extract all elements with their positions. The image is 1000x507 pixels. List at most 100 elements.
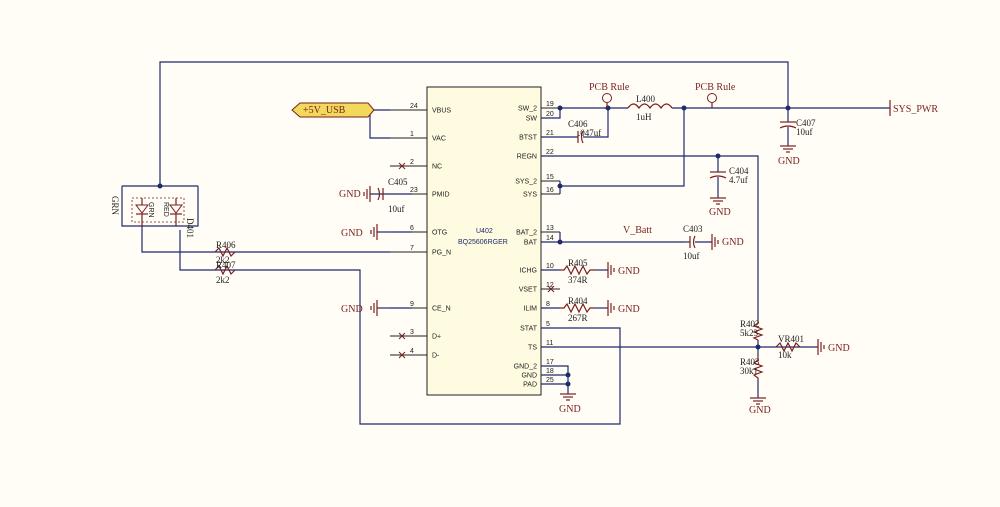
capacitor-c405[interactable]: C405 10uf [370,177,408,214]
c404-value: 4.7uf [729,175,748,185]
ic-pin-number: 22 [546,149,554,156]
r405-ref: R405 [568,258,588,268]
ic-pin-number: 19 [546,101,554,108]
ic-pin-number: 15 [546,174,554,181]
l400-value: 1uH [636,112,652,122]
ic-pin-name: NC [432,164,442,171]
gnd-symbol-ilim: GND [607,300,640,316]
d401-grn-tag: GRN [147,202,154,218]
ic-pin-name: OTG [432,230,447,237]
gnd-label-pmid: GND [339,189,361,200]
r405-value: 374R [568,275,588,285]
resistor-r404[interactable]: R404 267R [560,296,595,323]
ic-pin-name: ILIM [523,306,537,313]
r404-ref: R404 [568,296,588,306]
ic-pin-number: 3 [410,329,414,336]
gnd-label-ce: GND [341,304,363,315]
d401-red-tag: RED [162,202,169,217]
ic-pin-number: 23 [410,187,418,194]
gnd-symbol-pmid: GND [339,186,371,202]
led-d401[interactable]: GRN D401 GRN RED [110,196,195,238]
gnd-label-c407: GND [778,156,800,167]
vr401-value: 10k [778,350,792,360]
r407-ref: R407 [216,260,236,270]
pcb-rule-marker-1[interactable]: PCB Rule [589,82,630,108]
net-flag-5v-usb[interactable]: +5V_USB [291,102,375,118]
ic-pin-name: D- [432,353,440,360]
r406-ref: R406 [216,240,236,250]
l400-ref: L400 [636,94,655,104]
resistor-r407[interactable]: R407 2k2 [214,260,236,285]
gnd-label-ichg: GND [618,266,640,277]
resistor-r403[interactable]: R403 30k1 [740,356,764,380]
ic-pin-number: 5 [546,321,550,328]
r403-value: 30k1 [740,366,758,376]
c407-ref: C407 [796,118,816,128]
ic-pin-number: 4 [410,348,414,355]
gnd-label-r403: GND [749,405,771,416]
r406-value: 2k2 [216,255,230,265]
ic-pin-number: 17 [546,359,554,366]
ic-pin-name: STAT [520,326,538,333]
net-label-5v-usb: +5V_USB [303,105,346,116]
gnd-symbol-ichg: GND [607,262,640,278]
ic-pin-number: 11 [546,340,553,347]
c405-value: 10uf [388,204,405,214]
d401-grn-label: GRN [110,196,120,216]
pcb-rule-marker-2[interactable]: PCB Rule [695,82,736,108]
ic-pin-pg-n[interactable]: 7PG_N [390,245,451,257]
resistor-r406[interactable]: R406 2k2 [214,240,236,265]
capacitor-c407[interactable]: C407 10uf [779,118,816,146]
ic-pin-name: REGN [517,154,537,161]
resistor-r405[interactable]: R405 374R [560,258,595,285]
ic-ref-label: U402 [476,228,493,235]
ic-pin-name: VSET [519,287,538,294]
varistor-vr401[interactable]: VR401 10k [775,334,804,360]
junctions [157,105,791,387]
ic-pin-number: 8 [546,301,550,308]
ic-pin-name: GND [521,373,537,380]
r407-value: 2k2 [216,275,230,285]
ic-pin-name: TS [528,345,537,352]
ic-pin-name: SYS [523,192,537,199]
capacitor-c403[interactable]: C403 10uf [683,224,712,261]
capacitor-c404[interactable]: C404 4.7uf [709,166,749,198]
c406-ref: C406 [568,119,588,129]
r402-ref: R402 [740,319,760,329]
ic-pin-number: 10 [546,263,554,270]
capacitor-c406[interactable]: C406 .047uf [541,119,601,144]
ic-pin-number: 12 [546,282,554,289]
gnd-symbol-ce: GND [341,300,390,316]
ic-u402-body[interactable] [426,86,542,396]
c407-value: 10uf [796,127,813,137]
resistor-r402[interactable]: R402 5k23 [740,319,764,341]
ic-pin-nc[interactable]: 2NC [390,159,442,171]
ic-pin-name: PAD [523,382,537,389]
gnd-symbol-c407: GND [778,145,800,167]
r404-value: 267R [568,313,588,323]
net-label-v-batt[interactable]: V_Batt [623,225,652,236]
ic-pin-name: BAT [524,240,538,247]
net-label-sys-pwr[interactable]: SYS_PWR [893,104,938,115]
ic-pin-number: 20 [546,111,554,118]
gnd-symbol-c404: GND [709,197,731,218]
ic-pin-name: CE_N [432,306,451,313]
gnd-label-ilim: GND [618,304,640,315]
ic-pin-d-[interactable]: 3D+ [390,329,441,341]
ic-pin-name: PG_N [432,250,451,257]
ic-pin-name: PMID [432,192,450,199]
ic-pin-name: SYS_2 [515,179,537,186]
gnd-symbol-c403: GND [711,234,744,250]
inductor-l400[interactable]: L400 1uH [627,94,673,122]
ic-pin-number: 7 [410,245,414,252]
ic-pin-d-[interactable]: 4D- [390,348,440,360]
gnd-symbol-otg: GND [341,224,390,240]
ic-pin-name: BTST [519,135,538,142]
